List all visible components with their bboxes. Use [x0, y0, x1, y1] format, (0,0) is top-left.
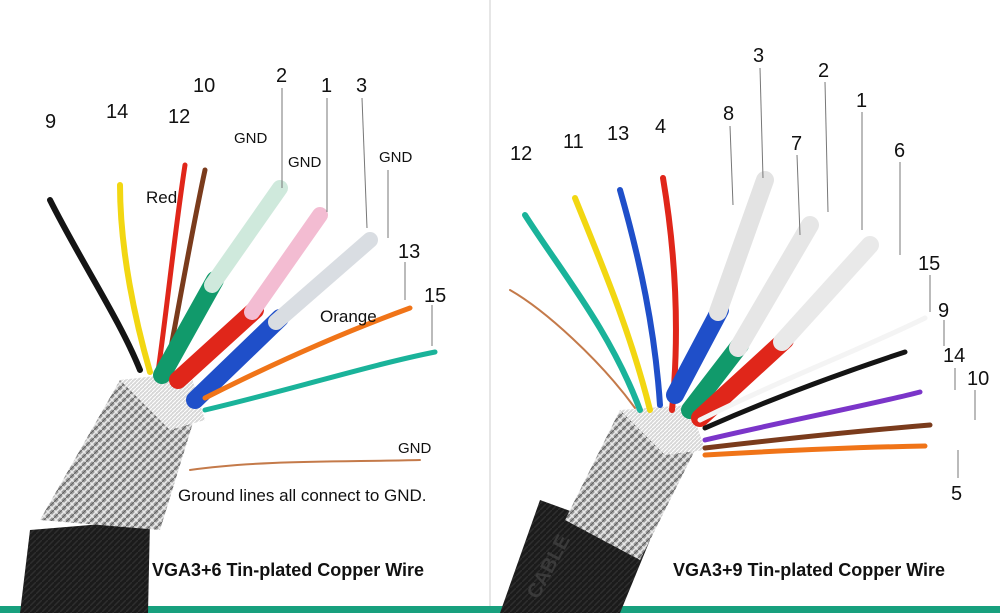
- shield-strands-3: [709, 171, 774, 321]
- right-leaders: [729, 67, 976, 478]
- wire-blue-coax: [666, 301, 729, 404]
- pin-label-15: 15: [918, 253, 940, 275]
- left-leaders: [281, 88, 433, 346]
- wire-green-coax: [681, 336, 749, 419]
- gnd-label-3: GND: [379, 149, 413, 166]
- wire-teal: [522, 212, 643, 413]
- left-wires: [47, 162, 438, 471]
- color-label-red: Red: [146, 188, 177, 207]
- wire-yellow: [572, 195, 653, 413]
- shield-strands-3: [268, 232, 378, 330]
- gnd-label-1: GND: [234, 130, 268, 147]
- wire-white: [697, 315, 928, 423]
- wire-red-coax: [691, 331, 794, 427]
- pin-label-8: 8: [723, 103, 734, 125]
- wire-orange: [702, 443, 928, 458]
- wire-orange: [202, 305, 413, 401]
- wire-red-thin: [155, 162, 188, 375]
- wire-black: [47, 197, 143, 373]
- pin-label-2: 2: [276, 65, 287, 87]
- pin-label-12: 12: [510, 143, 532, 165]
- wire-brown: [702, 422, 933, 451]
- wire-teal: [202, 349, 438, 413]
- right-foil: [620, 405, 705, 455]
- wire-green-coax: [153, 271, 224, 384]
- wire-blue-coax: [186, 309, 289, 409]
- wire-copper-ground: [189, 459, 421, 471]
- pin-label-11: 11: [563, 131, 584, 153]
- shield-strands-2: [729, 216, 819, 357]
- gnd-label-4: GND: [398, 440, 432, 457]
- pin-label-1: 1: [321, 75, 332, 97]
- pin-label-9: 9: [45, 111, 56, 133]
- wire-red-coax: [169, 301, 264, 389]
- pin-label-5: 5: [951, 483, 962, 505]
- right-cable: CABLE: [500, 405, 705, 613]
- shield-strands-1: [773, 236, 879, 351]
- gnd-label-2: GND: [288, 154, 322, 171]
- pin-label-1: 1: [856, 90, 867, 112]
- pin-label-15: 15: [424, 285, 446, 307]
- color-label-orange: Orange: [320, 307, 377, 326]
- pin-label-14: 14: [943, 345, 965, 367]
- pin-label-12: 12: [168, 106, 190, 128]
- pin-label-13: 13: [398, 241, 420, 263]
- wire-black: [702, 349, 908, 431]
- pin-label-2: 2: [818, 60, 829, 82]
- pin-label-3: 3: [356, 75, 367, 97]
- left-panel-title: VGA3+6 Tin-plated Copper Wire: [152, 560, 424, 580]
- pin-label-6: 6: [894, 140, 905, 162]
- right-panel-title: VGA3+9 Tin-plated Copper Wire: [673, 560, 945, 580]
- wire-copper-ground: [509, 289, 636, 409]
- right-labels: 12 11 13 4 8 3 7 2 1 6 15 9 14 10 5 VGA3…: [510, 45, 989, 580]
- pin-label-3: 3: [753, 45, 764, 67]
- pin-label-14: 14: [106, 101, 128, 123]
- shield-strands-2: [204, 180, 288, 293]
- pin-label-10: 10: [193, 75, 215, 97]
- wire-red-thin: [660, 175, 679, 413]
- wire-yellow: [117, 182, 153, 375]
- shield-strands-1: [244, 207, 328, 320]
- left-cable: [20, 372, 205, 613]
- ground-note: Ground lines all connect to GND.: [178, 486, 427, 505]
- left-labels: 9 14 12 10 2 1 3 13 15 Red Orange GND GN…: [45, 65, 446, 580]
- pin-label-13: 13: [607, 123, 629, 145]
- right-wires: [509, 171, 933, 458]
- wire-blue-thin: [617, 187, 663, 408]
- pin-label-10: 10: [967, 368, 989, 390]
- wire-purple: [702, 389, 923, 443]
- pin-label-7: 7: [791, 133, 802, 155]
- accent-bar: [0, 606, 1000, 613]
- pin-label-9: 9: [938, 300, 949, 322]
- pin-label-4: 4: [655, 116, 666, 138]
- left-jacket: [20, 520, 150, 613]
